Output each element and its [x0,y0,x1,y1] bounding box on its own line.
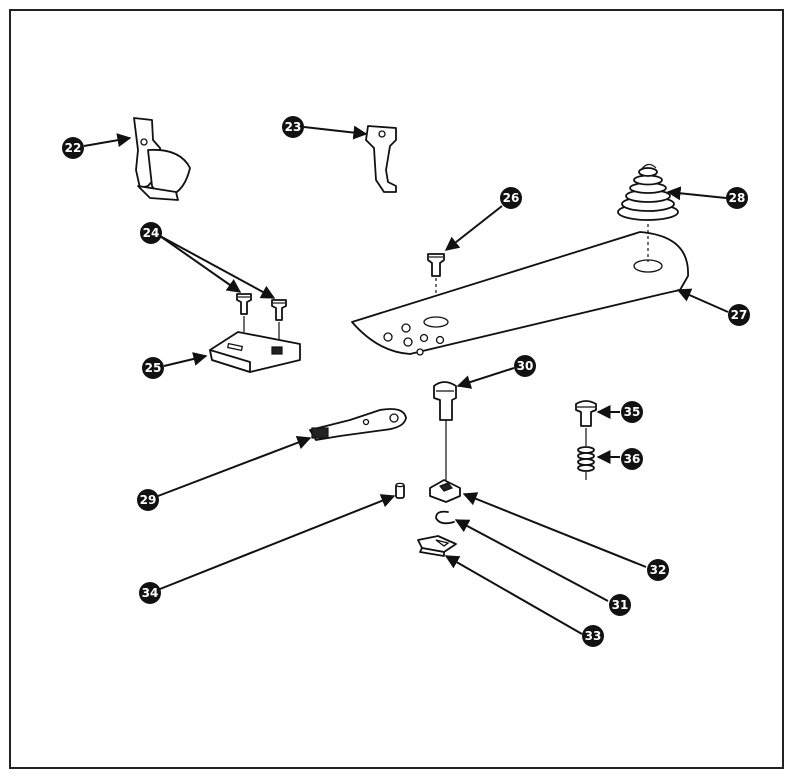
callout-24: 24 [140,222,162,244]
part-25-plate [209,331,301,373]
callout-29: 29 [137,489,159,511]
part-34-pin [395,482,405,499]
callout-26: 26 [500,187,522,209]
part-29-lever [309,408,407,441]
callout-31: 31 [609,594,631,616]
callout-27: 27 [728,304,750,326]
part-27-arm-plate [351,218,689,356]
callout-36-label: 36 [624,452,641,466]
part-32-square-nut [429,479,461,503]
part-28-spring [617,163,679,221]
callout-25-label: 25 [145,361,162,375]
callout-23-label: 23 [285,120,302,134]
callout-34-label: 34 [142,586,159,600]
callout-33: 33 [582,625,604,647]
callout-31-label: 31 [612,598,629,612]
callout-29-label: 29 [140,493,157,507]
part-36-small-spring [577,446,595,480]
part-26-screw [427,253,445,320]
callout-35: 35 [621,401,643,423]
part-30-shoulder-screw [433,381,457,482]
callout-30-label: 30 [517,359,534,373]
part-22-presser-foot [133,117,191,201]
leader-28 [666,186,727,201]
leader-24a [159,235,242,293]
leader-31 [454,519,609,602]
leader-34 [159,494,396,590]
callout-25: 25 [142,357,164,379]
part-24-screws [236,293,287,340]
callout-27-label: 27 [731,308,748,322]
part-31-e-ring [435,510,455,525]
part-35-screw [575,400,597,446]
callout-28: 28 [726,187,748,209]
callout-23: 23 [282,116,304,138]
callout-34: 34 [139,582,161,604]
callout-35-label: 35 [624,405,641,419]
leader-32 [462,492,647,568]
callout-26-label: 26 [503,191,520,205]
callout-24-label: 24 [143,226,160,240]
leader-33 [444,555,583,635]
callout-36: 36 [621,448,643,470]
leader-22 [83,133,132,148]
callout-33-label: 33 [585,629,602,643]
callout-22: 22 [62,137,84,159]
leader-27 [676,288,729,313]
leader-25 [163,352,208,367]
callout-30: 30 [514,355,536,377]
callout-32: 32 [647,559,669,581]
diagram-frame [9,9,784,769]
part-33-bracket [417,535,457,557]
leader-30 [456,367,515,389]
callout-32-label: 32 [650,563,667,577]
part-23-presser-foot-small [365,125,397,193]
leader-23 [303,125,368,140]
callout-28-label: 28 [729,191,746,205]
leader-24b [159,235,276,299]
leader-29 [157,435,312,497]
callout-22-label: 22 [65,141,82,155]
leader-26 [444,205,503,251]
leader-lines [83,125,729,635]
